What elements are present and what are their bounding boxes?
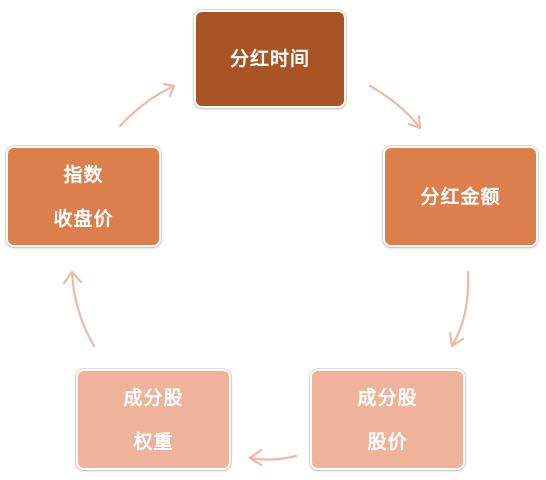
node-index-close-line-2: 收盘价 — [53, 207, 114, 230]
node-index-close-line-1: 指数 — [63, 163, 104, 186]
arrow-5-to-1 — [118, 82, 176, 128]
node-constituent-weight-line-2: 权重 — [133, 430, 174, 453]
node-dividend-amount-label: 分红金额 — [420, 185, 501, 208]
node-dividend-time-label: 分红时间 — [229, 48, 310, 70]
node-dividend-time: 分红时间 — [194, 10, 346, 108]
node-constituent-weight-line-1: 成分股 — [123, 386, 184, 409]
arrow-1-to-2 — [368, 84, 422, 130]
node-constituent-price: 成分股 股价 — [310, 369, 465, 470]
node-dividend-amount: 分红金额 — [383, 146, 538, 247]
node-constituent-price-line-2: 股价 — [367, 430, 408, 453]
node-constituent-price-line-1: 成分股 — [357, 386, 418, 409]
arrow-3-to-4 — [248, 448, 298, 467]
arrow-2-to-3 — [448, 270, 470, 348]
arrow-4-to-5 — [62, 270, 96, 348]
node-index-close: 指数 收盘价 — [6, 146, 161, 247]
node-constituent-weight: 成分股 权重 — [76, 369, 231, 470]
